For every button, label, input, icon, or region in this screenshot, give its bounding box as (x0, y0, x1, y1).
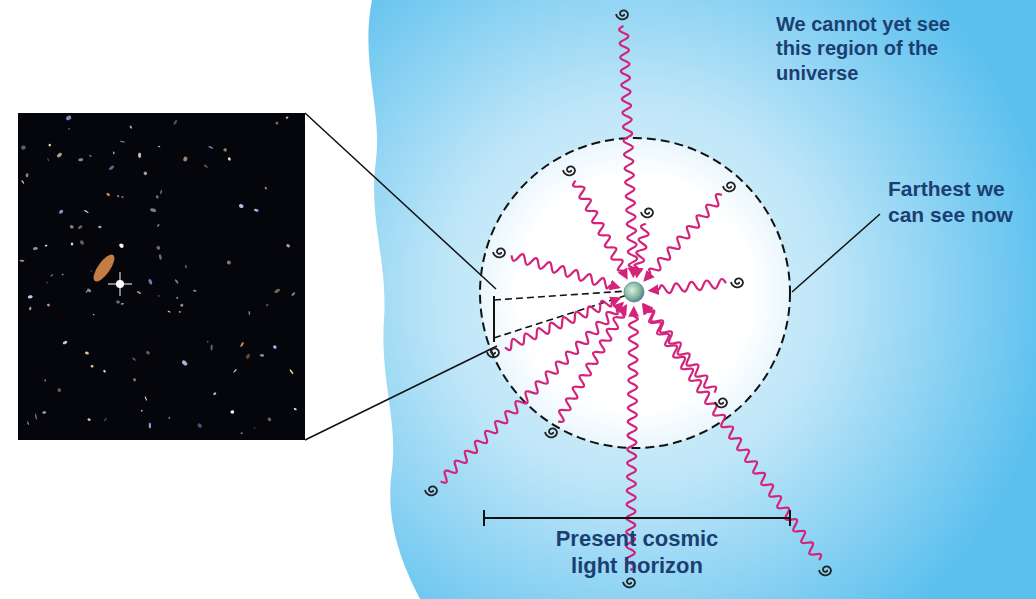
region-note: We cannot yet see this region of the uni… (776, 12, 976, 85)
inset-pointer (305, 113, 496, 289)
leader-line (792, 214, 880, 292)
horizon-bracket (484, 510, 790, 526)
horizon-edge-label: Farthest we can see now (888, 176, 1033, 227)
light-rays (425, 10, 831, 587)
inset-pointer (305, 346, 497, 440)
view-wedge-edge (493, 296, 495, 342)
dimension-label: Present cosmic light horizon (532, 526, 742, 580)
earth (624, 282, 644, 302)
universe-region (368, 0, 1036, 599)
deep-field-image (18, 113, 305, 440)
